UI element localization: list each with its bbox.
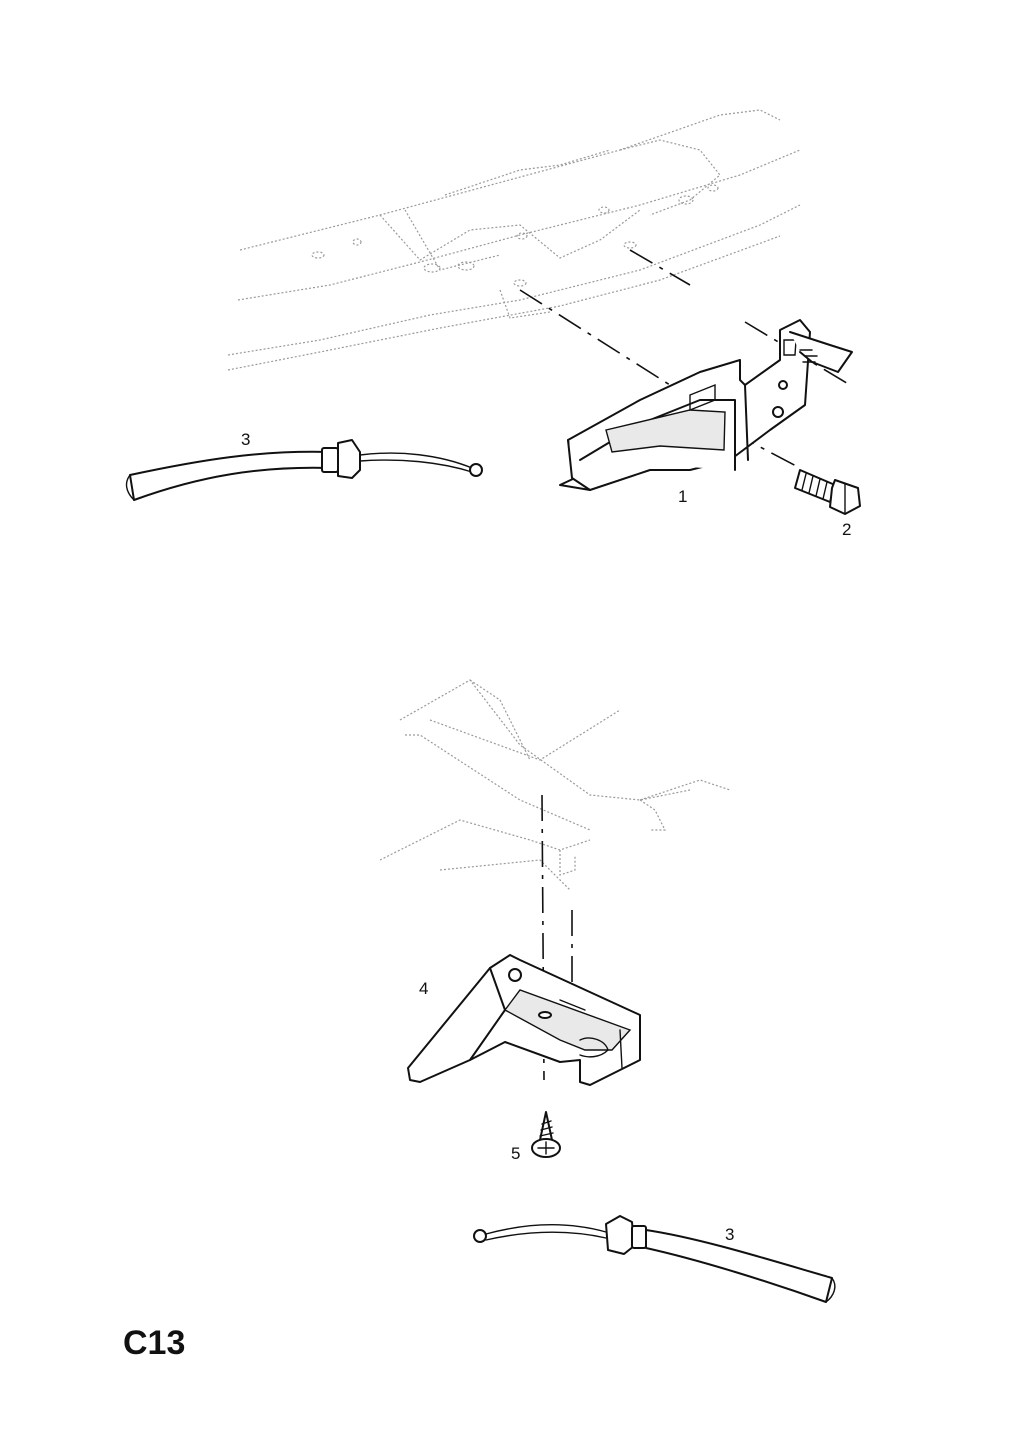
bolt-part-2 xyxy=(794,469,861,515)
screw-part-5 xyxy=(531,1111,561,1158)
leader-line xyxy=(629,249,691,286)
cover-part-4 xyxy=(407,954,641,1086)
underbody-frame-bottom xyxy=(379,679,731,891)
underbody-frame-top xyxy=(227,109,801,371)
callout-5: 5 xyxy=(511,1144,520,1163)
cable-part-3-top xyxy=(125,439,483,501)
bracket-part-1 xyxy=(559,319,853,491)
cable-part-3-bottom xyxy=(473,1215,836,1303)
diagram-reference-code: C13 xyxy=(123,1324,185,1362)
callout-3-bottom: 3 xyxy=(725,1225,734,1244)
callout-4: 4 xyxy=(419,979,428,998)
callout-3-top: 3 xyxy=(241,430,250,449)
callout-1: 1 xyxy=(678,487,687,506)
callout-2: 2 xyxy=(842,520,851,539)
leader-line xyxy=(519,289,671,386)
